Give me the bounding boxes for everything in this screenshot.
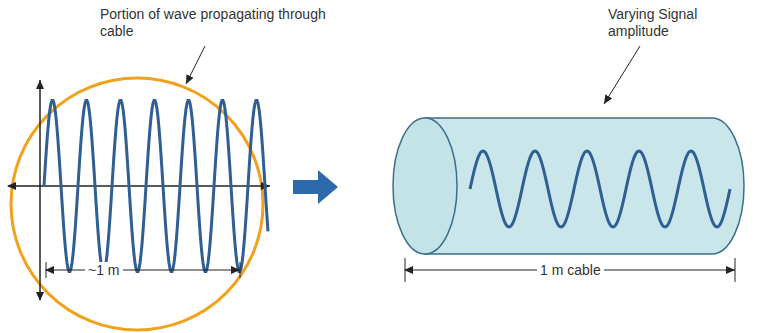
dimension-label: 1 m cable [537,262,604,279]
leader-line [186,46,205,84]
dimension-tick [46,262,47,278]
dimension-label: ~1 m [85,262,123,279]
sine-wave [44,100,268,271]
leader-line [604,46,640,104]
cable-body [425,118,744,254]
signal-wave [470,151,730,227]
dimension-line [46,270,240,271]
callout-label: Portion of wave propagating through cabl… [100,6,330,40]
dimension-tick [405,258,406,282]
block-arrow [293,170,338,204]
dimension-tick [240,262,241,278]
y-axis [39,80,41,300]
dimension-tick [735,258,736,282]
callout-label: Varying Signal amplitude [608,6,718,40]
cable-end [393,118,457,254]
